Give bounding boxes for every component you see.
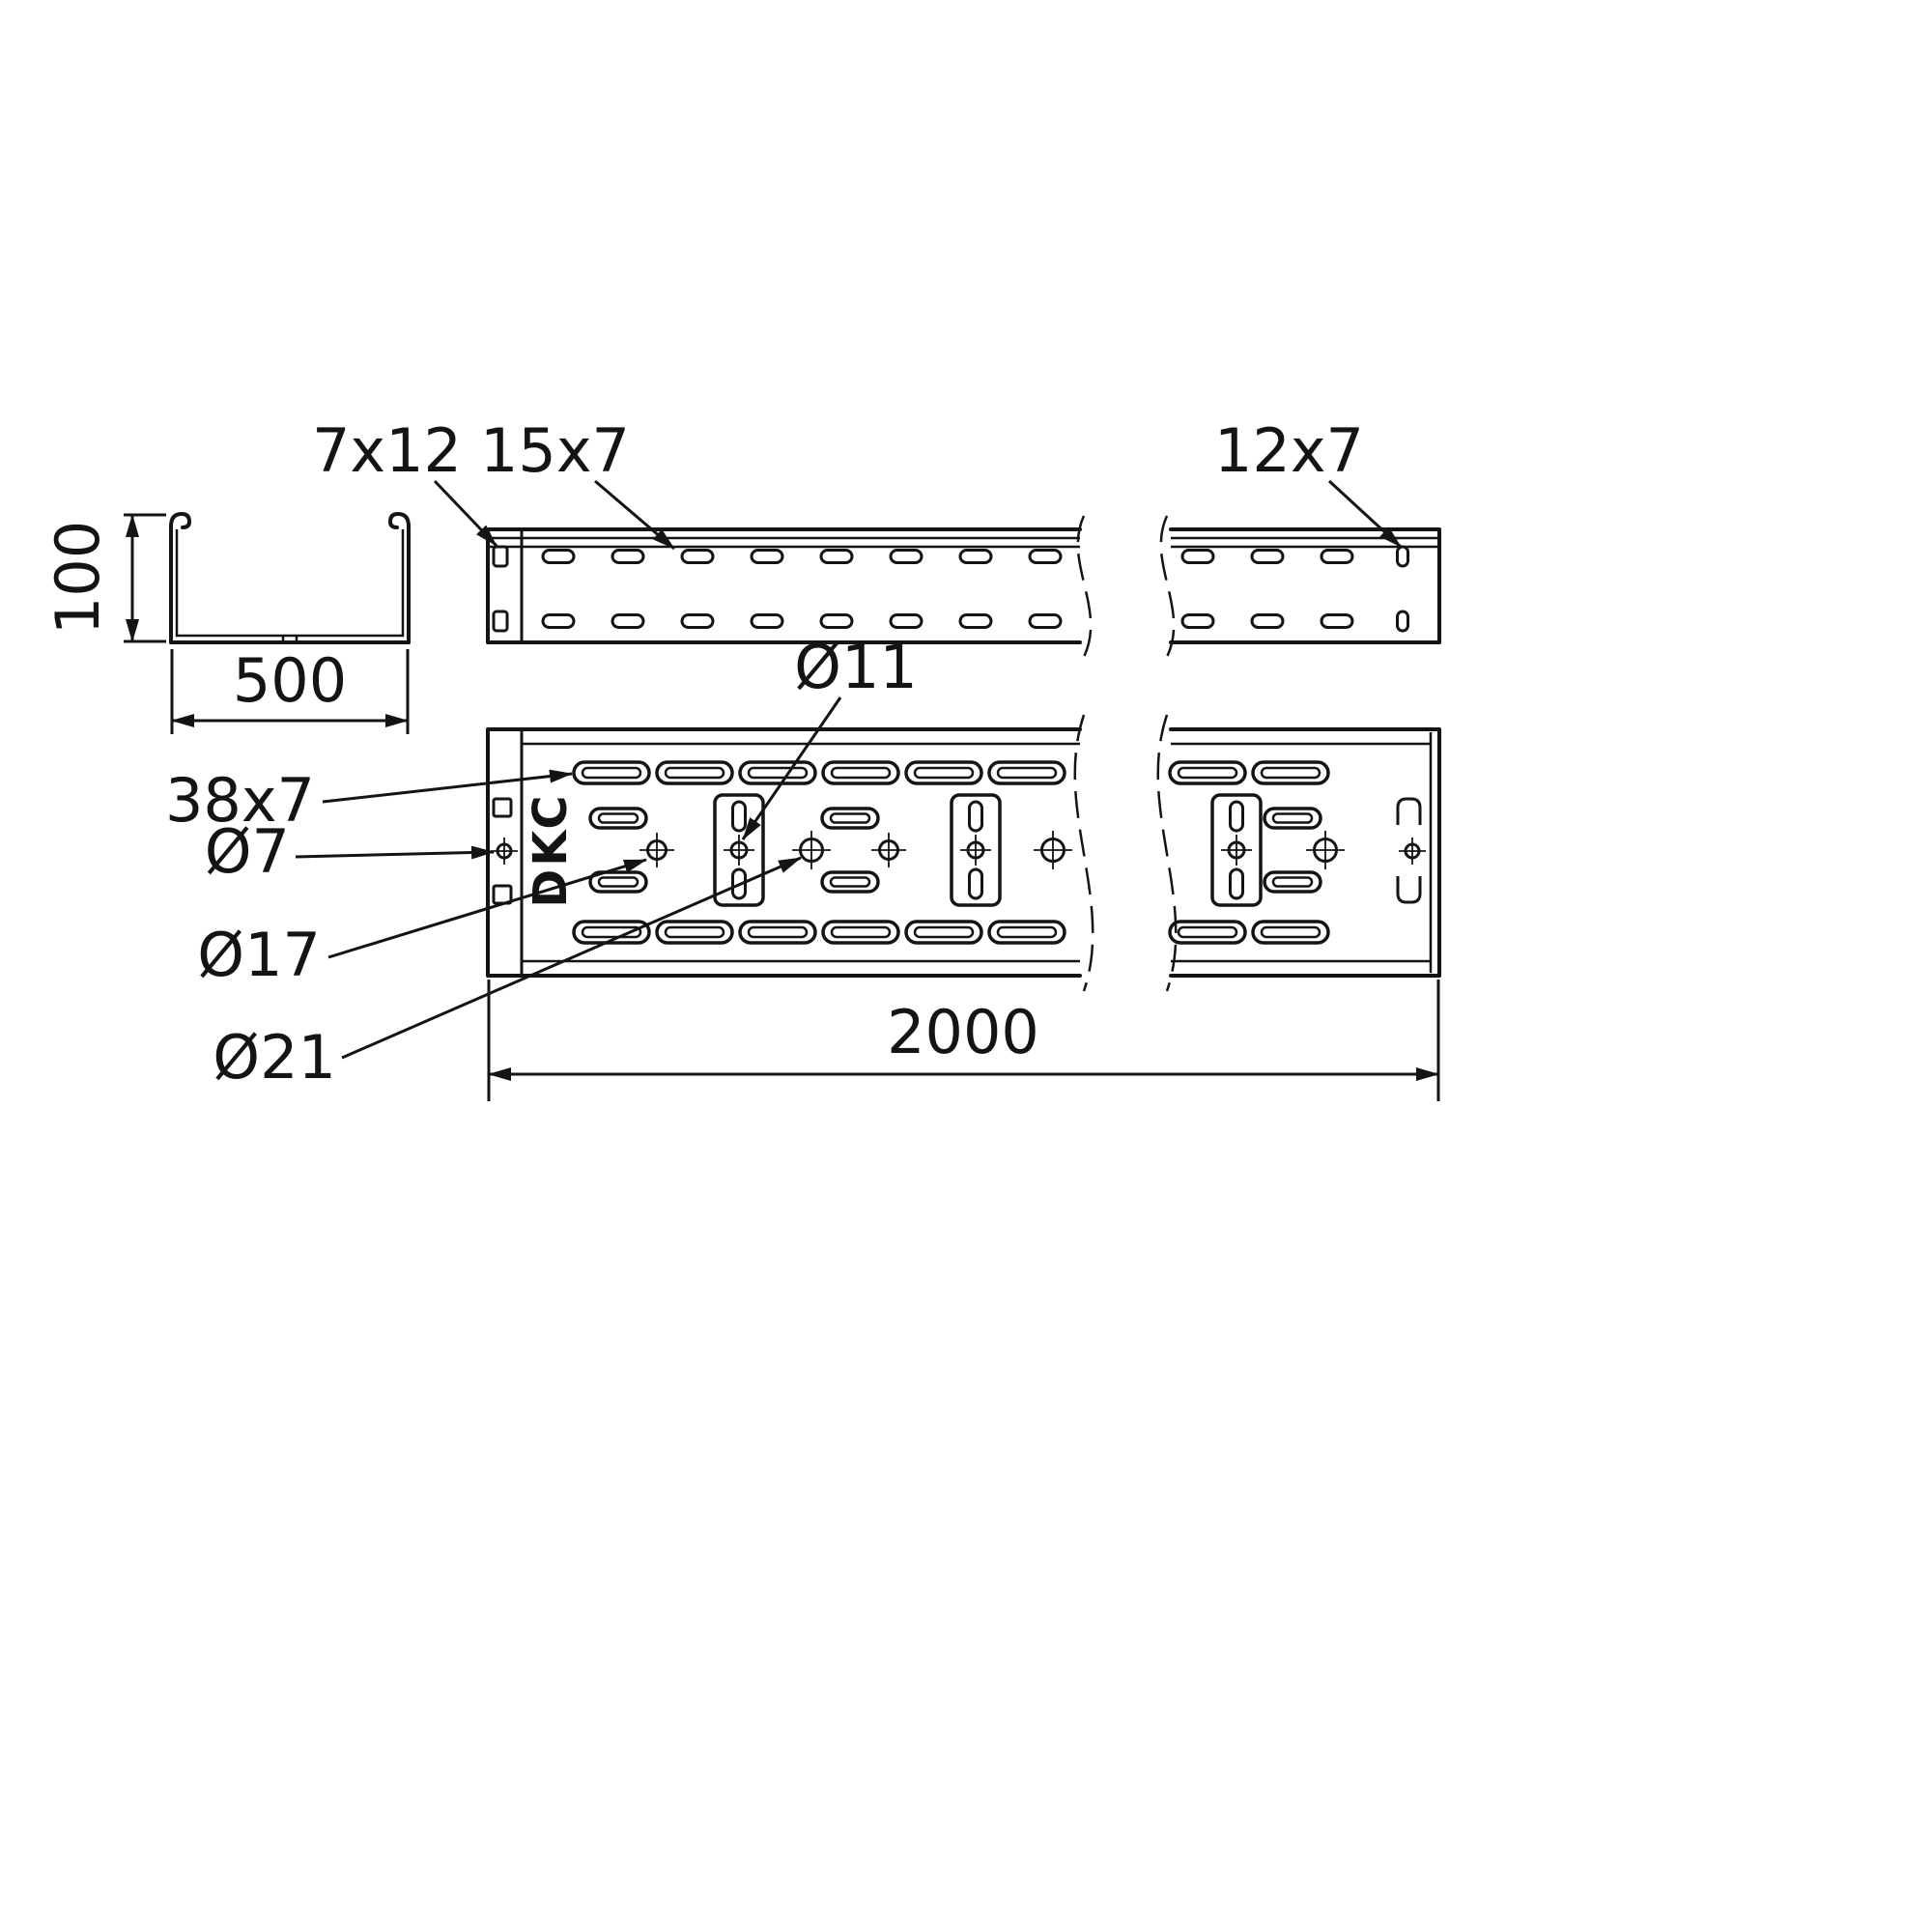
side-break-line-left: [1076, 515, 1093, 658]
section-right-wall: [388, 512, 411, 644]
leader-38x7: [322, 769, 573, 804]
plan-outline-right: [1169, 727, 1441, 978]
label-dia17: Ø17: [197, 920, 321, 990]
plan-break-line-left: [1073, 714, 1094, 992]
width-dim-text: 500: [233, 645, 347, 716]
callouts: 7x12 15x7 12x7 Ø11 38x7 Ø7 Ø17 Ø21: [165, 415, 1403, 1093]
side-break-line-right: [1159, 515, 1176, 658]
side-outline-right: [1169, 527, 1441, 644]
leader-dia21: [341, 856, 802, 1060]
label-dia21: Ø21: [213, 1022, 336, 1093]
plan-right-end-brackets: [1396, 797, 1428, 904]
leader-dia7: [295, 845, 495, 860]
label-7x12: 7x12: [312, 415, 462, 486]
leader-12x7: [1327, 479, 1403, 549]
plan-wall-lines: [522, 742, 1431, 963]
dimension-width: 500: [170, 645, 410, 734]
label-38x7: 38x7: [165, 765, 315, 836]
dimension-height: 100: [43, 513, 166, 643]
label-12x7: 12x7: [1214, 415, 1364, 486]
side-view: [486, 515, 1441, 658]
leader-dia11: [741, 696, 842, 840]
side-outline-left: [486, 527, 1082, 644]
leader-7x12: [433, 479, 498, 548]
length-dim-text: 2000: [887, 997, 1039, 1067]
label-dia7: Ø7: [205, 816, 290, 887]
side-flange-lines: [488, 536, 1439, 549]
dimension-length: 2000: [487, 980, 1440, 1101]
section-left-wall: [169, 512, 191, 644]
leader-15x7: [594, 479, 675, 551]
plan-view: DKC: [486, 714, 1441, 1101]
section-bottom-notch: [281, 636, 298, 642]
height-dim-text: 100: [43, 521, 113, 635]
plan-break-line-right: [1156, 714, 1178, 992]
label-dia11: Ø11: [794, 632, 918, 702]
section-view: 100 500: [43, 512, 411, 734]
leader-dia17: [327, 858, 647, 959]
label-15x7: 15x7: [480, 415, 630, 486]
section-inner-wall: [175, 529, 405, 638]
